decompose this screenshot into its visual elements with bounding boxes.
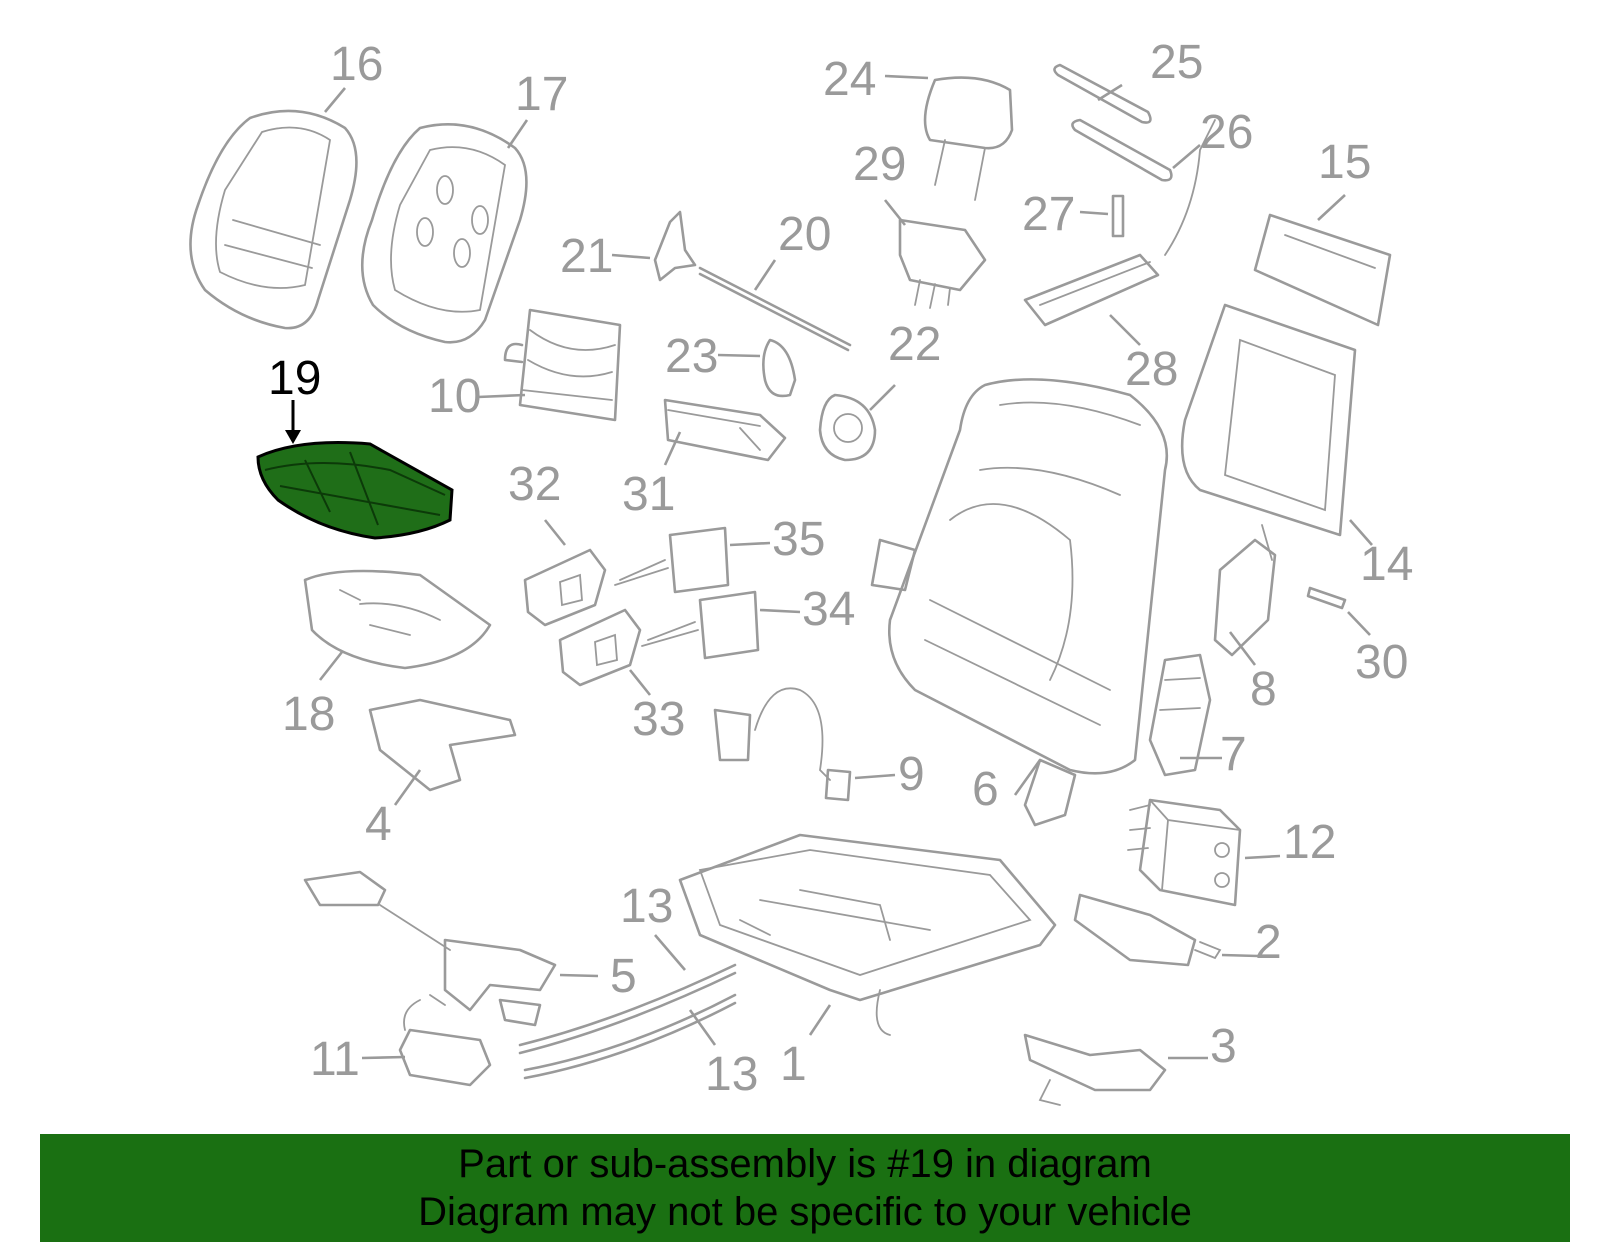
callout-12: 12 <box>1283 816 1336 869</box>
callout-21: 21 <box>560 230 613 283</box>
callout-27: 27 <box>1022 188 1075 241</box>
part-32[interactable] <box>523 519 607 627</box>
part-1[interactable] <box>678 833 1057 1036</box>
part-34[interactable] <box>641 590 801 660</box>
part-10[interactable] <box>477 308 622 422</box>
callout-2: 2 <box>1255 916 1282 969</box>
callout-3: 3 <box>1210 1020 1237 1073</box>
callout-5: 5 <box>610 950 637 1003</box>
callout-4: 4 <box>365 798 392 851</box>
callout-1: 1 <box>780 1038 807 1091</box>
callout-11: 11 <box>310 1033 360 1086</box>
callout-24: 24 <box>823 53 876 106</box>
banner-line-1: Part or sub-assembly is #19 in diagram <box>458 1142 1152 1186</box>
callout-10: 10 <box>428 370 481 423</box>
part-4[interactable] <box>368 698 517 806</box>
callout-19: 19 <box>268 352 321 405</box>
callout-6: 6 <box>972 763 999 816</box>
part-5[interactable] <box>303 870 599 1027</box>
callout-18: 18 <box>282 688 335 741</box>
callout-30: 30 <box>1355 636 1408 689</box>
part-33[interactable] <box>558 608 652 696</box>
callout-13-upper: 13 <box>620 880 673 933</box>
callout-22: 22 <box>888 318 941 371</box>
callout-32: 32 <box>508 458 561 511</box>
part-21[interactable] <box>611 210 697 282</box>
callout-15: 15 <box>1318 136 1371 189</box>
part-27[interactable] <box>1079 194 1125 238</box>
part-13[interactable] <box>518 934 737 1080</box>
part-35[interactable] <box>614 526 771 594</box>
part-3[interactable] <box>1023 1033 1208 1106</box>
part-24[interactable] <box>884 74 1014 201</box>
part-19-highlighted[interactable] <box>256 400 454 540</box>
part-22[interactable] <box>818 384 896 462</box>
part-6[interactable] <box>870 378 1169 827</box>
part-25[interactable] <box>1053 63 1152 124</box>
part-15[interactable] <box>1253 194 1392 327</box>
callout-13-lower: 13 <box>705 1048 758 1101</box>
part-12[interactable] <box>1127 798 1281 907</box>
callout-34: 34 <box>802 583 855 636</box>
callout-8: 8 <box>1250 663 1277 716</box>
callout-20: 20 <box>778 208 831 261</box>
part-18[interactable] <box>303 569 492 681</box>
callout-29: 29 <box>853 138 906 191</box>
callout-14: 14 <box>1360 538 1413 591</box>
callout-25: 25 <box>1150 36 1203 89</box>
part-26[interactable] <box>1071 118 1201 182</box>
callout-35: 35 <box>772 513 825 566</box>
part-29[interactable] <box>883 199 987 309</box>
callout-31: 31 <box>622 468 675 521</box>
part-20[interactable] <box>698 259 852 352</box>
part-14[interactable] <box>1180 303 1373 546</box>
part-2[interactable] <box>1073 893 1259 967</box>
callout-7: 7 <box>1220 728 1247 781</box>
info-banner: Part or sub-assembly is #19 in diagram D… <box>40 1134 1570 1242</box>
part-28[interactable] <box>1023 119 1216 346</box>
part-11[interactable] <box>361 994 492 1087</box>
part-9[interactable] <box>713 687 896 802</box>
part-7[interactable] <box>1148 653 1222 777</box>
callout-16: 16 <box>330 38 383 91</box>
callout-28: 28 <box>1125 343 1178 396</box>
banner-line-2: Diagram may not be specific to your vehi… <box>418 1190 1192 1234</box>
callout-23: 23 <box>665 330 718 383</box>
part-8[interactable] <box>1213 524 1277 666</box>
callout-9: 9 <box>898 748 925 801</box>
callout-26: 26 <box>1200 106 1253 159</box>
part-16[interactable] <box>189 87 358 330</box>
part-23[interactable] <box>717 338 797 398</box>
part-31[interactable] <box>663 398 787 466</box>
part-17[interactable] <box>360 119 529 344</box>
callout-33: 33 <box>632 693 685 746</box>
part-30[interactable] <box>1306 586 1371 636</box>
callout-17: 17 <box>515 68 568 121</box>
